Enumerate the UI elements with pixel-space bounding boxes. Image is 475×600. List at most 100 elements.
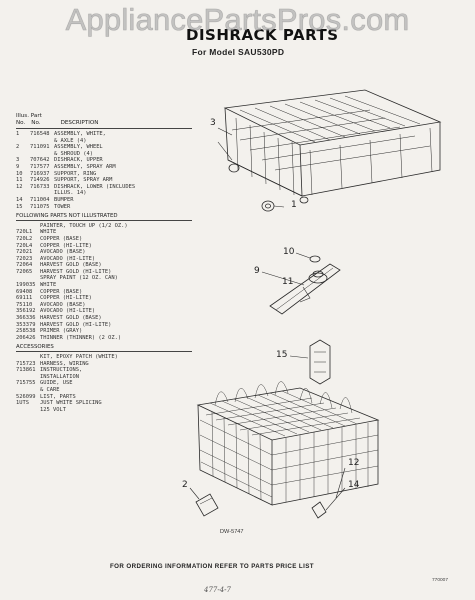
list-item-desc: LIST, PARTS <box>40 393 76 400</box>
header-description: DESCRIPTION <box>60 120 99 126</box>
list-item: 715723 HARNESS, WIRING <box>16 361 192 368</box>
list-item-desc: THINNER (THINNER) (2 OZ.) <box>40 334 122 341</box>
list-item-part: 72023 <box>16 255 33 262</box>
spray-arm-drawing <box>269 255 341 315</box>
list-item: 72023 AVOCADO (HI-LITE) <box>16 256 192 263</box>
callout-9: 9 <box>254 266 260 276</box>
list-item: 72065 HARVEST GOLD (HI-LITE) <box>16 269 192 276</box>
tower-drawing <box>309 339 331 385</box>
list-item-desc: ILLUS. 14) <box>54 190 87 197</box>
header-illus-part: Illus. Part <box>16 113 42 119</box>
list-item-desc: BUMPER <box>54 196 74 203</box>
list-item-desc: & AXLE (4) <box>54 137 87 144</box>
page-title: DISHRACK PARTS <box>186 26 339 44</box>
list-item-no: 14 <box>16 196 23 203</box>
list-item-part: 720L2 <box>16 235 33 242</box>
list-item-desc: COPPER (HI-LITE) <box>40 295 92 302</box>
list-item-desc: ASSEMBLY, WHITE, <box>54 131 106 137</box>
list-item-desc: & SHROUD (4) <box>54 150 93 157</box>
header-no: No. <box>16 120 26 126</box>
callout-10: 10 <box>283 247 295 257</box>
list-item-desc: INSTRUCTIONS, <box>40 367 83 374</box>
list-item-part: 716548 <box>30 131 50 137</box>
drawing-number: DW-5747 <box>220 529 244 535</box>
list-item-part: 72021 <box>16 249 33 256</box>
list-item-part: 711091 <box>30 144 50 151</box>
list-item-part: 258538 <box>16 328 36 335</box>
list-item-part: 715755 <box>16 380 36 387</box>
upper-dishrack-drawing <box>223 89 442 204</box>
list-item-desc: PAINTER, TOUCH UP (1/2 OZ.) <box>40 222 128 229</box>
list-item-part: 366336 <box>16 315 36 322</box>
list-item-no: 3 <box>16 157 20 164</box>
list-item-desc: SUPPORT, RING <box>54 170 97 177</box>
lower-wheel-drawing <box>195 493 219 517</box>
list-item: KIT, EPOXY PATCH (WHITE) <box>16 354 192 361</box>
accessories-rows: KIT, EPOXY PATCH (WHITE) 715723 HARNESS, W… <box>16 354 192 413</box>
parts-list-header: Illus. Part No. No. DESCRIPTION <box>16 113 192 129</box>
list-item-no: 15 <box>16 203 23 210</box>
list-item: PAINTER, TOUCH UP (1/2 OZ.) <box>16 223 192 230</box>
list-item-part: 72064 <box>16 262 33 269</box>
list-item-desc: AVOCADO (HI-LITE) <box>40 308 96 315</box>
list-item-desc: COPPER (HI-LITE) <box>40 242 92 249</box>
list-item-desc: KIT, EPOXY PATCH (WHITE) <box>40 354 118 360</box>
list-item-part: 206426 <box>16 334 36 341</box>
list-item-desc: GUIDE, USE <box>40 380 73 387</box>
list-item: 715755 GUIDE, USE <box>16 380 192 387</box>
callout-14: 14 <box>348 480 360 490</box>
list-item-desc: AVOCADO (HI-LITE) <box>40 255 96 262</box>
list-item-desc: HARVEST GOLD (HI-LITE) <box>40 268 112 275</box>
list-item-desc: ASSEMBLY, WHEEL <box>54 144 103 151</box>
callout-12: 12 <box>348 458 360 468</box>
list-item: 125 VOLT <box>16 407 192 414</box>
list-item-part: 72065 <box>16 268 33 275</box>
ordering-info-note: FOR ORDERING INFORMATION REFER TO PARTS … <box>110 563 314 570</box>
list-item-desc: & CARE <box>40 386 60 393</box>
list-item-desc: SUPPORT, SPRAY ARM <box>54 177 113 184</box>
list-item-no: 9 <box>16 163 20 170</box>
wheel-drawing <box>261 200 285 212</box>
list-item-desc: PRIMER (GRAY) <box>40 328 83 335</box>
list-item-part: 716937 <box>30 170 50 177</box>
list-item-part: 720L1 <box>16 229 33 236</box>
list-item: 206426 THINNER (THINNER) (2 OZ.) <box>16 335 192 342</box>
callout-1: 1 <box>291 200 297 210</box>
list-item: & AXLE (4) <box>16 138 192 145</box>
list-item-desc: HARVEST GOLD (HI-LITE) <box>40 321 112 328</box>
list-item-desc: HARNESS, WIRING <box>40 360 89 367</box>
list-item: & CARE <box>16 387 192 394</box>
list-item-desc: WHITE <box>40 282 57 289</box>
callout-15: 15 <box>276 350 288 360</box>
callout-2: 2 <box>182 480 188 490</box>
section-accessories: ACCESSORIES <box>16 344 192 352</box>
list-item-part: 717577 <box>30 163 50 170</box>
list-item: SPRAY PAINT (12 OZ. CAN) <box>16 275 192 282</box>
list-item-desc: AVOCADO (BASE) <box>40 301 86 308</box>
list-item-part: 715723 <box>16 360 36 367</box>
